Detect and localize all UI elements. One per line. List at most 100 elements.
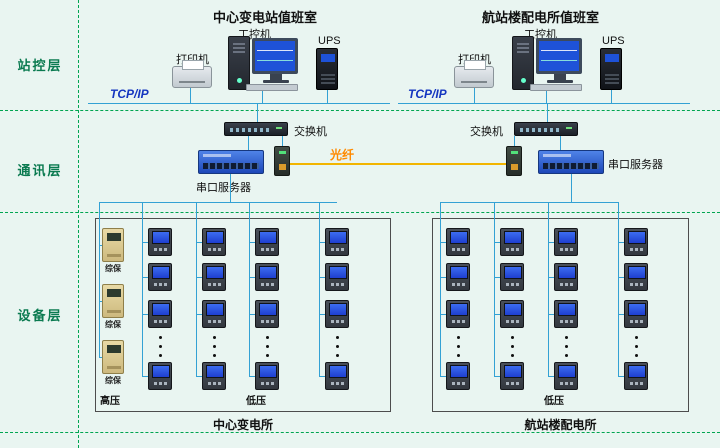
- layer-column-divider: [78, 0, 79, 448]
- right-tcpip-label: TCP/IP: [408, 87, 447, 101]
- wire: [196, 314, 202, 315]
- meter-screen: [153, 366, 169, 377]
- wire: [99, 357, 102, 358]
- power-meter-icon: [148, 300, 172, 328]
- printer-icon: [454, 60, 494, 88]
- left-serial-server-label: 串口服务器: [196, 182, 251, 194]
- wire: [440, 202, 441, 376]
- meter-screen: [207, 267, 223, 278]
- fiber-converter-icon: [274, 146, 290, 176]
- power-meter-icon: [446, 228, 470, 256]
- meter-screen: [559, 304, 575, 315]
- meter-screen: [153, 304, 169, 315]
- meter-screen: [451, 304, 467, 315]
- wire: [440, 376, 446, 377]
- wire: [88, 103, 390, 104]
- meter-screen: [629, 267, 645, 278]
- meter-screen: [505, 232, 521, 243]
- wire: [494, 314, 500, 315]
- wire: [249, 242, 255, 243]
- serial-server-icon: [198, 150, 264, 174]
- meter-screen: [505, 267, 521, 278]
- meter-screen: [330, 304, 346, 315]
- ellipsis-dot: [266, 345, 269, 348]
- wire: [548, 242, 554, 243]
- wire: [560, 136, 561, 150]
- layer-label-device: 设备层: [17, 308, 63, 323]
- meter-screen: [559, 267, 575, 278]
- ellipsis-dot: [457, 354, 460, 357]
- ellipsis-dot: [565, 345, 568, 348]
- wire: [142, 277, 148, 278]
- wire: [440, 277, 446, 278]
- monitor-base: [263, 80, 289, 83]
- wire: [548, 277, 554, 278]
- power-meter-icon: [202, 300, 226, 328]
- ellipsis-dot: [511, 354, 514, 357]
- ellipsis-dot: [457, 336, 460, 339]
- ellipsis-dot: [635, 336, 638, 339]
- wire: [249, 277, 255, 278]
- meter-screen: [451, 267, 467, 278]
- wire: [327, 90, 328, 103]
- power-meter-icon: [202, 263, 226, 291]
- power-meter-icon: [500, 362, 524, 390]
- right-serial-server-label: 串口服务器: [608, 159, 663, 171]
- printer-icon: [172, 60, 212, 88]
- meter-screen: [629, 304, 645, 315]
- power-meter-icon: [554, 263, 578, 291]
- wire: [618, 242, 624, 243]
- wire: [398, 103, 690, 104]
- power-meter-icon: [325, 300, 349, 328]
- monitor-stand: [554, 74, 566, 80]
- wire: [142, 314, 148, 315]
- power-meter-icon: [325, 362, 349, 390]
- meter-screen: [629, 232, 645, 243]
- divider-bottom: [0, 432, 720, 433]
- wire: [440, 202, 618, 203]
- fiber-converter-icon: [506, 146, 522, 176]
- left-switch-label: 交换机: [294, 126, 327, 138]
- pc-tower-icon: [228, 36, 250, 90]
- power-meter-icon: [148, 263, 172, 291]
- meter-screen: [330, 267, 346, 278]
- wire: [514, 136, 515, 146]
- wire: [249, 376, 255, 377]
- wire: [319, 202, 320, 376]
- right-station-caption: 航站楼配电所: [524, 418, 597, 432]
- ellipsis-dot: [635, 354, 638, 357]
- monitor-stand: [270, 74, 282, 80]
- meter-screen: [260, 232, 276, 243]
- protection-relay-label: 综保: [105, 376, 121, 385]
- power-meter-icon: [446, 263, 470, 291]
- protection-relay-label: 综保: [105, 320, 121, 329]
- ethernet-switch-icon: [514, 122, 578, 136]
- ellipsis-dot: [336, 354, 339, 357]
- ethernet-switch-icon: [224, 122, 288, 136]
- meter-screen: [207, 366, 223, 377]
- wire: [440, 314, 446, 315]
- wire: [196, 376, 202, 377]
- divider-comm-device: [0, 212, 720, 213]
- power-meter-icon: [148, 362, 172, 390]
- left-ups-label: UPS: [318, 35, 341, 47]
- protection-relay-icon: [102, 340, 124, 374]
- wire: [248, 136, 249, 150]
- meter-screen: [451, 366, 467, 377]
- wire: [611, 90, 612, 103]
- ellipsis-dot: [159, 345, 162, 348]
- wire: [249, 202, 250, 376]
- ellipsis-dot: [511, 345, 514, 348]
- keyboard-icon: [530, 84, 582, 91]
- wire: [99, 301, 102, 302]
- wire: [99, 202, 337, 203]
- monitor-screen: [539, 41, 579, 71]
- wire: [319, 376, 325, 377]
- left-hv-label: 高压: [98, 396, 122, 408]
- wire: [142, 202, 143, 376]
- wire: [618, 314, 624, 315]
- ellipsis-dot: [635, 345, 638, 348]
- ellipsis-dot: [266, 336, 269, 339]
- ellipsis-dot: [336, 336, 339, 339]
